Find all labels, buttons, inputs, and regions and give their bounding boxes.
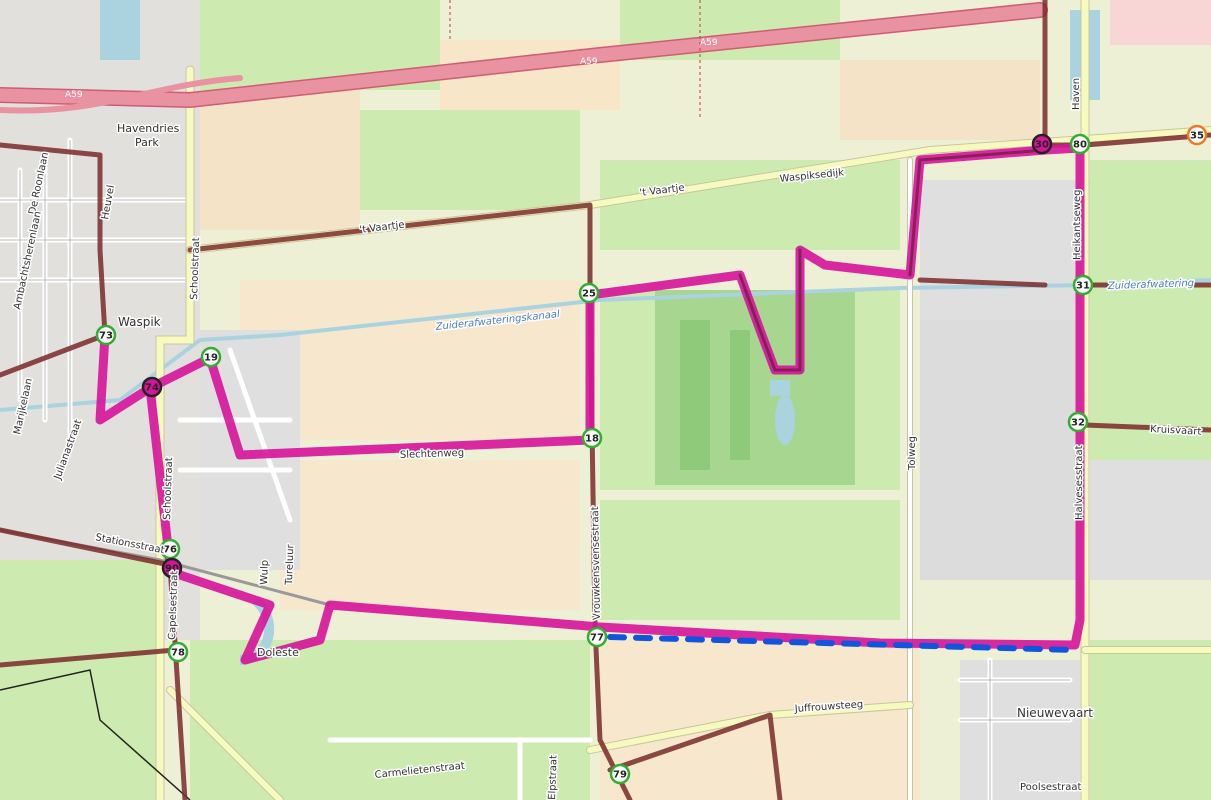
node-marker-label: 74 (145, 383, 159, 394)
place-label-waspik: Waspik (118, 315, 161, 329)
node-marker-label: 80 (1073, 140, 1087, 151)
node-marker-78[interactable]: 78 (167, 641, 189, 663)
motorway-a59 (0, 2, 1048, 114)
node-marker-label: 18 (585, 434, 599, 445)
node-marker-79[interactable]: 79 (609, 763, 631, 785)
node-marker-label: 31 (1076, 281, 1090, 292)
node-marker-80[interactable]: 80 (1069, 133, 1091, 155)
road-label-a59-3: A59 (700, 38, 718, 48)
road-label-tureluur: Tureluur (284, 543, 296, 586)
node-marker-circle (581, 427, 603, 449)
node-marker-label: 90 (165, 564, 179, 575)
node-marker-circle (1031, 133, 1053, 155)
gpx-track (607, 634, 1078, 653)
road-label-capelsestraat: Capelsestraat (167, 571, 180, 641)
water-label-zuiderafwatering-east: Zuiderafwatering (1107, 278, 1195, 292)
node-marker-label: 78 (171, 648, 185, 659)
node-marker-label: 35 (1190, 131, 1204, 142)
node-marker-circle (1069, 133, 1091, 155)
node-marker-circle (586, 626, 608, 648)
road-label-tolweg: Tolweg (907, 436, 918, 471)
node-marker-circle (95, 324, 117, 346)
node-marker-32[interactable]: 32 (1067, 411, 1089, 433)
node-marker-31[interactable]: 31 (1072, 274, 1094, 296)
road-label-a59-1: A59 (65, 90, 83, 100)
node-marker-circle (200, 346, 222, 368)
road-label-slechtenweg: Slechtenweg (400, 448, 465, 461)
node-markers: 30 80 35 31 32 73 74 19 25 18 76 90 78 77 79 (95, 124, 1208, 785)
road-label-kruisvaart: Kruisvaart (1150, 424, 1202, 438)
road-label-t-vaartje-1: 't Vaartje (359, 220, 405, 236)
node-marker-77[interactable]: 77 (586, 626, 608, 648)
road-label-wulp: Wulp (259, 560, 271, 585)
road-label-schoolstraat-north: Schoolstraat (189, 237, 202, 300)
node-marker-90[interactable]: 90 (161, 557, 183, 579)
node-marker-label: 76 (163, 545, 177, 556)
road-label-vrouwkensvensestraat: Vrouwkensvensestraat (590, 506, 603, 620)
road-label-halvesesstraat: Halvesesstraat (1074, 445, 1085, 520)
node-marker-25[interactable]: 25 (578, 282, 600, 304)
node-marker-label: 77 (590, 633, 604, 644)
place-label-park: Park (135, 136, 159, 149)
road-label-schoolstraat: Schoolstraat (162, 457, 175, 520)
node-marker-30[interactable]: 30 (1031, 133, 1053, 155)
node-marker-circle (609, 763, 631, 785)
place-label-havendries: Havendries (117, 122, 180, 135)
road-label-poolsestraat: Poolsestraat (1020, 782, 1082, 793)
node-marker-label: 19 (204, 353, 218, 364)
place-label-nieuwevaart: Nieuwevaart (1017, 706, 1093, 720)
node-marker-circle (1072, 274, 1094, 296)
node-marker-circle (1067, 411, 1089, 433)
node-marker-73[interactable]: 73 (95, 324, 117, 346)
node-marker-circle (167, 641, 189, 663)
road-label-elpstraat: Elpstraat (547, 755, 560, 800)
route-highlight (738, 148, 1047, 372)
node-marker-35[interactable]: 35 (1186, 124, 1208, 146)
node-marker-18[interactable]: 18 (581, 427, 603, 449)
node-marker-circle (578, 282, 600, 304)
minor-roads-casing (0, 140, 1070, 800)
node-marker-label: 32 (1071, 418, 1085, 429)
place-label-doleste: Doleste (257, 646, 299, 659)
node-marker-label: 30 (1035, 140, 1049, 151)
node-marker-label: 79 (613, 770, 627, 781)
node-marker-circle (141, 376, 163, 398)
road-label-haven: Haven (1071, 78, 1082, 110)
node-marker-circle (161, 557, 183, 579)
road-label-a59-2: A59 (580, 57, 598, 67)
node-marker-74[interactable]: 74 (141, 376, 163, 398)
road-label-heikantseweg: Heikantseweg (1072, 190, 1083, 261)
node-marker-19[interactable]: 19 (200, 346, 222, 368)
node-marker-label: 25 (582, 289, 596, 300)
node-marker-label: 73 (99, 331, 113, 342)
node-marker-circle (1186, 124, 1208, 146)
